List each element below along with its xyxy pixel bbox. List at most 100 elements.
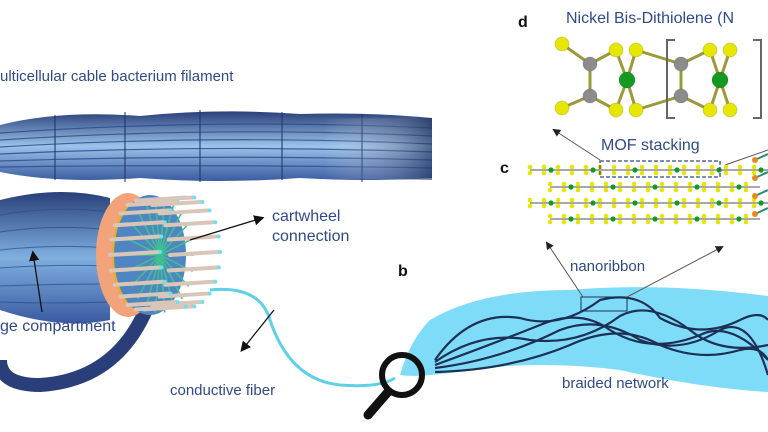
sulfur-atom: [555, 203, 561, 209]
spoke: [159, 254, 183, 300]
sulfur-atom: [673, 181, 679, 187]
panel-label-d: d: [518, 14, 528, 31]
sulfur-atom: [561, 219, 567, 225]
repeat-unit-brackets: [666, 39, 762, 119]
sulfur-atom: [737, 197, 743, 203]
spoke: [159, 210, 183, 256]
nickel-atom: [568, 184, 574, 190]
sulfur-atom: [527, 170, 533, 176]
nickel-atom: [716, 167, 722, 173]
fiber-tip: [162, 279, 167, 284]
sulfur-atom: [729, 213, 735, 219]
sulfur-atom: [695, 164, 701, 170]
sulfur-atom: [687, 219, 693, 225]
fiber-tip: [207, 291, 212, 296]
fiber-rod: [118, 208, 171, 216]
filament-cross-section: [0, 191, 222, 393]
sulfur-atom: [603, 219, 609, 225]
cartwheel-label: cartwheel connection: [272, 207, 349, 247]
sulfur-atom: [589, 187, 595, 193]
fiber-tip: [207, 208, 212, 213]
nanoribbon-label: nanoribbon: [570, 258, 646, 275]
sulfur-atom: [723, 197, 729, 203]
sulfur-atom: [631, 219, 637, 225]
sulfur-atom: [667, 170, 673, 176]
sulfur-atom: [667, 203, 673, 209]
sulfur-atom: [639, 203, 645, 209]
panel-label-b: b: [398, 263, 408, 280]
sulfur-atom: [639, 164, 645, 170]
sulfur-atom: [625, 203, 631, 209]
sulfur-atom: [715, 219, 721, 225]
sulfur-atom: [645, 219, 651, 225]
mof-side-atom: [752, 175, 758, 181]
sulfur-atom: [681, 197, 687, 203]
sulfur-atom: [547, 213, 553, 219]
fiber-tip: [200, 300, 205, 305]
cartwheel-label-line2: connection: [272, 228, 350, 245]
sulfur-atom: [547, 219, 553, 225]
fiber-rod: [133, 304, 186, 312]
sulfur-atom: [631, 213, 637, 219]
sulfur-atom: [631, 187, 637, 193]
sulfur-atom: [569, 203, 575, 209]
fiber-tip: [216, 234, 221, 239]
sulfur-atom: [569, 170, 575, 176]
sulfur-atom: [695, 170, 701, 176]
braided-strands: [434, 296, 768, 376]
sulfur-atom: [722, 42, 738, 58]
sulfur-atom: [603, 187, 609, 193]
sulfur-atom: [653, 197, 659, 203]
sulfur-atom: [687, 187, 693, 193]
carbon-atom: [582, 88, 598, 104]
mof-stacking-label: MOF stacking: [601, 137, 700, 154]
nickel-bis-dithiolene-molecule: [554, 36, 738, 118]
ridge-compartment-label: ge compartment: [0, 318, 116, 335]
mof-highlight-box: [599, 160, 721, 178]
spoke: [154, 197, 161, 256]
sulfur-atom: [547, 181, 553, 187]
sulfur-atom: [541, 197, 547, 203]
fiber-rod: [157, 208, 210, 216]
sulfur-atom: [575, 219, 581, 225]
sulfur-atom: [583, 170, 589, 176]
sulfur-atom: [583, 197, 589, 203]
sulfur-atom: [561, 187, 567, 193]
periplasmic-fibers: [108, 195, 222, 312]
sulfur-atom: [695, 197, 701, 203]
fiber-rod: [109, 265, 162, 273]
mof-side-atom: [752, 193, 758, 199]
conductive-fiber: [209, 287, 396, 388]
sulfur-atom: [625, 164, 631, 170]
fiber-rod: [142, 195, 195, 203]
sulfur-atom: [527, 164, 533, 170]
fiber-rod: [150, 199, 203, 207]
sulfur-atom: [527, 197, 533, 203]
spoke: [159, 197, 166, 256]
fiber-rod: [112, 220, 165, 228]
sulfur-atom: [673, 219, 679, 225]
sulfur-atom: [597, 197, 603, 203]
nickel-atom: [632, 167, 638, 173]
sulfur-atom: [673, 187, 679, 193]
mof-side-view: [752, 153, 768, 217]
cartwheel-label-line1: cartwheel: [272, 208, 341, 225]
sulfur-atom: [743, 219, 749, 225]
sulfur-atom: [702, 102, 718, 118]
sulfur-atom: [687, 213, 693, 219]
carbon-atom: [673, 56, 689, 72]
molecule-bond: [635, 94, 682, 112]
fiber-tip: [168, 291, 173, 296]
spoke: [137, 254, 161, 300]
nickel-atom: [674, 200, 680, 206]
fiber-tip: [158, 250, 162, 254]
sulfur-atom: [625, 170, 631, 176]
nickel-atom: [652, 184, 658, 190]
fiber-tip: [216, 265, 221, 270]
sulfur-atom: [709, 203, 715, 209]
sulfur-atom: [589, 213, 595, 219]
nickel-atom: [674, 167, 680, 173]
sulfur-atom: [628, 42, 644, 58]
nickel-atom: [548, 167, 554, 173]
